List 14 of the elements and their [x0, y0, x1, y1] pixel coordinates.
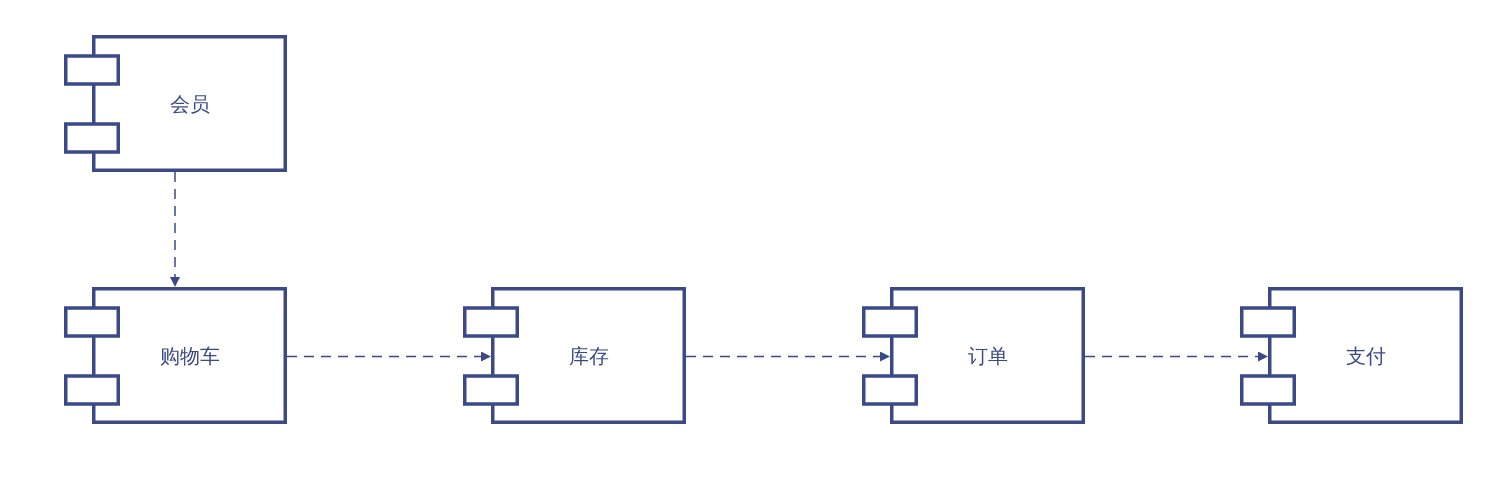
component-box — [862, 287, 1085, 424]
component-name: 支付 — [1345, 342, 1386, 369]
component-box — [463, 287, 686, 424]
component-box — [64, 287, 287, 424]
dependency-arrow — [685, 351, 891, 362]
component-name: 订单 — [967, 342, 1008, 369]
component-name: 会员 — [169, 90, 210, 117]
component-name: 库存 — [568, 342, 609, 369]
dependency-arrow — [170, 171, 180, 288]
component-box — [64, 35, 287, 172]
dependency-arrow — [1084, 351, 1269, 362]
component-box — [1240, 287, 1463, 424]
dependency-arrow — [286, 351, 492, 362]
component-name: 购物车 — [159, 342, 220, 369]
